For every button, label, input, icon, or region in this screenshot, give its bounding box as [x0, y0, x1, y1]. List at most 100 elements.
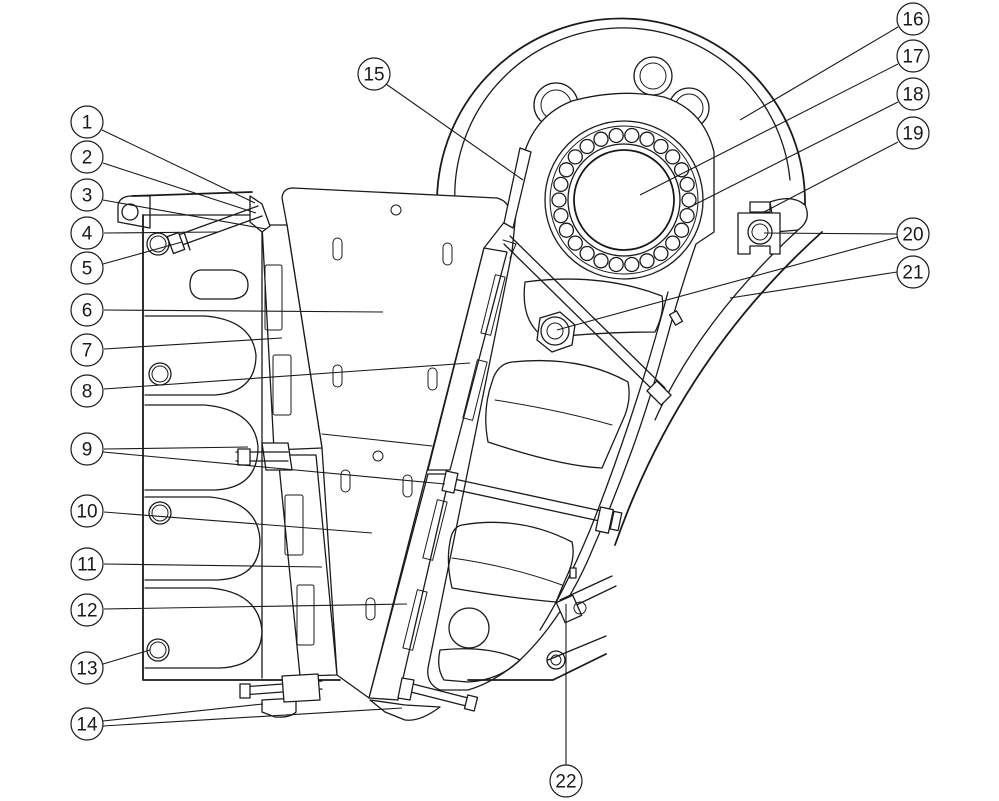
- eccentric-bolt-center: [546, 322, 564, 340]
- bracket-cap: [749, 201, 771, 213]
- leader-line-15: [385, 83, 524, 181]
- leader-line-14b: [102, 707, 403, 727]
- callout-5: 5: [70, 251, 104, 285]
- liner-tooth: [284, 494, 304, 556]
- leader-line-13: [102, 649, 151, 665]
- callout-circle: [70, 293, 104, 327]
- top-bolt-rod: [169, 205, 263, 249]
- liner-tooth: [402, 589, 428, 651]
- callout-circle: [896, 77, 930, 111]
- liner-tooth: [264, 264, 283, 331]
- callout-circle: [70, 707, 104, 741]
- callout-4: 4: [70, 216, 104, 250]
- callout-number: 3: [82, 186, 93, 207]
- bearing-ball: [639, 253, 655, 269]
- bearing-ball: [558, 162, 575, 178]
- bearing-balls: [551, 127, 697, 273]
- eccentric-shaft: [573, 149, 675, 251]
- callout-number: 19: [902, 124, 923, 145]
- frame-bolt-hole-inner: [149, 641, 167, 659]
- pitman-cavity: [447, 521, 574, 603]
- bearing-ball: [673, 162, 690, 178]
- callout-number: 8: [82, 382, 93, 403]
- leader-line-20b: [556, 236, 899, 331]
- callout-number: 16: [902, 10, 923, 31]
- toggle-rod-anchor: [441, 470, 459, 494]
- pitman-inner-wall: [539, 291, 669, 631]
- leader-line-10: [103, 511, 373, 534]
- callout-19: 19: [896, 116, 930, 150]
- callout-circle: [357, 57, 391, 91]
- frame-pocket: [189, 269, 249, 300]
- bottom-bracket-right: [369, 677, 479, 721]
- spring-rod-bracket: [555, 594, 583, 624]
- leader-line-8: [103, 362, 471, 390]
- leader-line-18: [687, 101, 899, 209]
- leader-line-6: [103, 309, 384, 313]
- bearing-ball: [673, 222, 690, 238]
- fixed-jaw-liner-lower: [277, 454, 338, 677]
- slot: [340, 469, 351, 493]
- callout-20: 20: [896, 217, 930, 251]
- frame-lug-hole: [121, 203, 139, 221]
- bearing-outer-race-inner: [549, 125, 699, 275]
- liner-tooth: [422, 499, 448, 561]
- pitman-cavity-edge: [451, 557, 563, 586]
- slot: [442, 242, 453, 266]
- bottom-bolt-rod: [402, 681, 477, 709]
- top-bolt-nut: [166, 231, 186, 255]
- callout-21: 21: [896, 255, 930, 289]
- leader-line-7: [103, 337, 283, 350]
- leader-line-2: [102, 162, 257, 214]
- callout-22: 22: [549, 764, 583, 798]
- bearing-ball: [665, 235, 681, 251]
- callout-circle: [70, 494, 104, 528]
- side-plate-hole: [372, 450, 384, 462]
- callout-number: 17: [902, 47, 923, 68]
- callout-number: 21: [902, 263, 923, 284]
- bearing-ball: [593, 131, 609, 147]
- callout-number: 7: [82, 341, 93, 362]
- frame-top-edge: [131, 191, 253, 197]
- callout-number: 1: [82, 113, 93, 134]
- callout-1: 1: [70, 105, 104, 139]
- callout-18: 18: [896, 77, 930, 111]
- leader-line-20a: [763, 232, 898, 235]
- bottom-wedge: [261, 697, 297, 718]
- callouts: 1 2 3 4 5 6 7 8 9 10 11 12 13 14 15 16 1…: [70, 2, 930, 798]
- callout-circle: [70, 547, 104, 581]
- bracket-body: [737, 212, 781, 255]
- bearing-ball: [653, 245, 669, 262]
- frame-pocket: [144, 404, 259, 491]
- lower-frame-edge-inner: [547, 635, 607, 661]
- callout-circle: [70, 178, 104, 212]
- frame-bolt-hole-inner: [149, 235, 167, 253]
- callout-number: 5: [82, 259, 93, 280]
- bearing-ball: [567, 149, 583, 165]
- callout-13: 13: [70, 651, 104, 685]
- bearing-ball: [553, 176, 569, 193]
- toggle-tension-rod: [441, 470, 623, 534]
- callout-circle: [70, 251, 104, 285]
- frame-pocket: [144, 496, 261, 581]
- bearing-ball: [608, 256, 624, 273]
- side-plate-slots: [332, 237, 453, 621]
- toggle-rod-nut: [594, 506, 614, 534]
- leader-line-21: [729, 271, 898, 299]
- leader-line-5: [102, 241, 183, 265]
- upper-tension-rod: [503, 235, 684, 406]
- leader-line-4: [103, 231, 219, 234]
- bottom-wedge: [369, 699, 441, 721]
- pitman-hole: [448, 607, 490, 649]
- side-plate-outline: [281, 187, 510, 699]
- lower-frame-edge: [467, 653, 607, 681]
- callout-16: 16: [896, 2, 930, 36]
- leader-line-19: [763, 141, 899, 213]
- top-bolt-washer: [183, 231, 191, 251]
- eccentric-bolt-head: [540, 316, 570, 346]
- callout-number: 15: [363, 65, 384, 86]
- leader-line-17: [639, 63, 899, 196]
- bracket-pin: [747, 219, 773, 245]
- slot: [332, 237, 343, 261]
- callout-circle: [70, 216, 104, 250]
